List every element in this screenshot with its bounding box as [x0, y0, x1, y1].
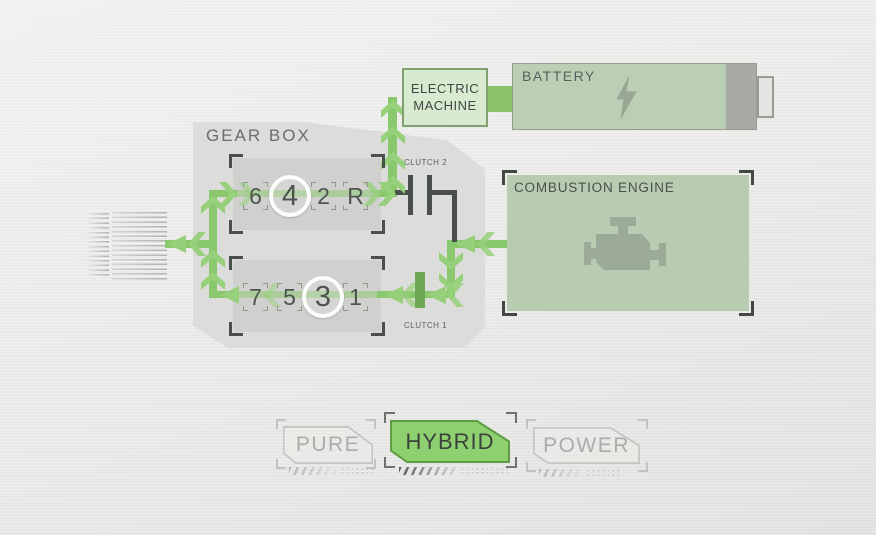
mode-pure-dots — [340, 467, 376, 475]
gear-3-selected: 3 — [302, 276, 344, 318]
flow-arrow-icon — [167, 235, 186, 253]
gear-4-selected: 4 — [269, 175, 311, 217]
mode-hybrid-shape — [390, 420, 510, 463]
mode-pure-hatch — [289, 467, 337, 475]
battery-box: BATTERY — [512, 63, 757, 130]
clutch2-drop-line — [452, 190, 457, 242]
gear-r: R — [343, 182, 368, 210]
mode-button-hybrid[interactable]: HYBRID — [390, 420, 510, 463]
mode-power-hatch — [539, 469, 583, 477]
clutch2-plate-left — [408, 175, 413, 215]
mode-pure-label: PURE — [295, 433, 361, 456]
combustion-engine-brackets — [502, 170, 754, 316]
gear-2-label: 2 — [317, 182, 330, 209]
clutch1-label: CLUTCH 1 — [404, 321, 448, 330]
mode-power-dots — [586, 469, 622, 477]
battery-label: BATTERY — [522, 68, 596, 84]
flow-line-left-shaft — [209, 190, 217, 298]
output-shaft-lines-icon — [112, 212, 167, 280]
clutch2-stub-right — [432, 190, 457, 195]
gear-5-label: 5 — [283, 283, 296, 310]
mode-hybrid-dots — [460, 467, 508, 475]
mode-power-shape — [533, 427, 640, 464]
mode-hybrid-label: HYBRID — [405, 428, 495, 454]
electric-machine-label-line1: ELECTRIC — [410, 80, 480, 96]
gear-4-label: 4 — [281, 179, 299, 212]
clutch1-symbol — [415, 272, 425, 308]
battery-terminal — [757, 76, 774, 118]
gear-1: 1 — [343, 283, 368, 311]
gear-2: 2 — [311, 182, 336, 210]
clutch2-plate-right — [427, 175, 432, 215]
electric-machine-label-line2: MACHINE — [413, 97, 477, 113]
electric-machine-box: ELECTRIC MACHINE — [402, 68, 488, 127]
mode-pure-shape — [283, 426, 373, 464]
clutch2-stub-left — [395, 190, 408, 195]
flow-line-to-electric-machine — [388, 97, 397, 197]
clutch2-label: CLUTCH 2 — [404, 158, 448, 167]
mode-button-power[interactable]: POWER — [533, 427, 640, 464]
mode-button-pure[interactable]: PURE — [283, 426, 373, 464]
battery-cap-section — [726, 64, 756, 129]
machine-battery-connector — [488, 86, 512, 112]
gear-7-label: 7 — [249, 283, 262, 310]
gear-1-label: 1 — [349, 283, 362, 310]
gear-3-label: 3 — [314, 280, 332, 313]
gear-6: 6 — [243, 182, 268, 210]
gear-6-label: 6 — [249, 182, 262, 209]
mode-hybrid-hatch — [399, 467, 457, 475]
gearbox-title: GEAR BOX — [206, 126, 311, 145]
lightning-bolt-icon — [616, 75, 637, 120]
mode-power-label: POWER — [543, 433, 630, 457]
gear-7: 7 — [243, 283, 268, 311]
gear-5: 5 — [277, 283, 302, 311]
output-shaft-lines-icon — [85, 213, 109, 279]
gear-r-label: R — [347, 182, 364, 209]
